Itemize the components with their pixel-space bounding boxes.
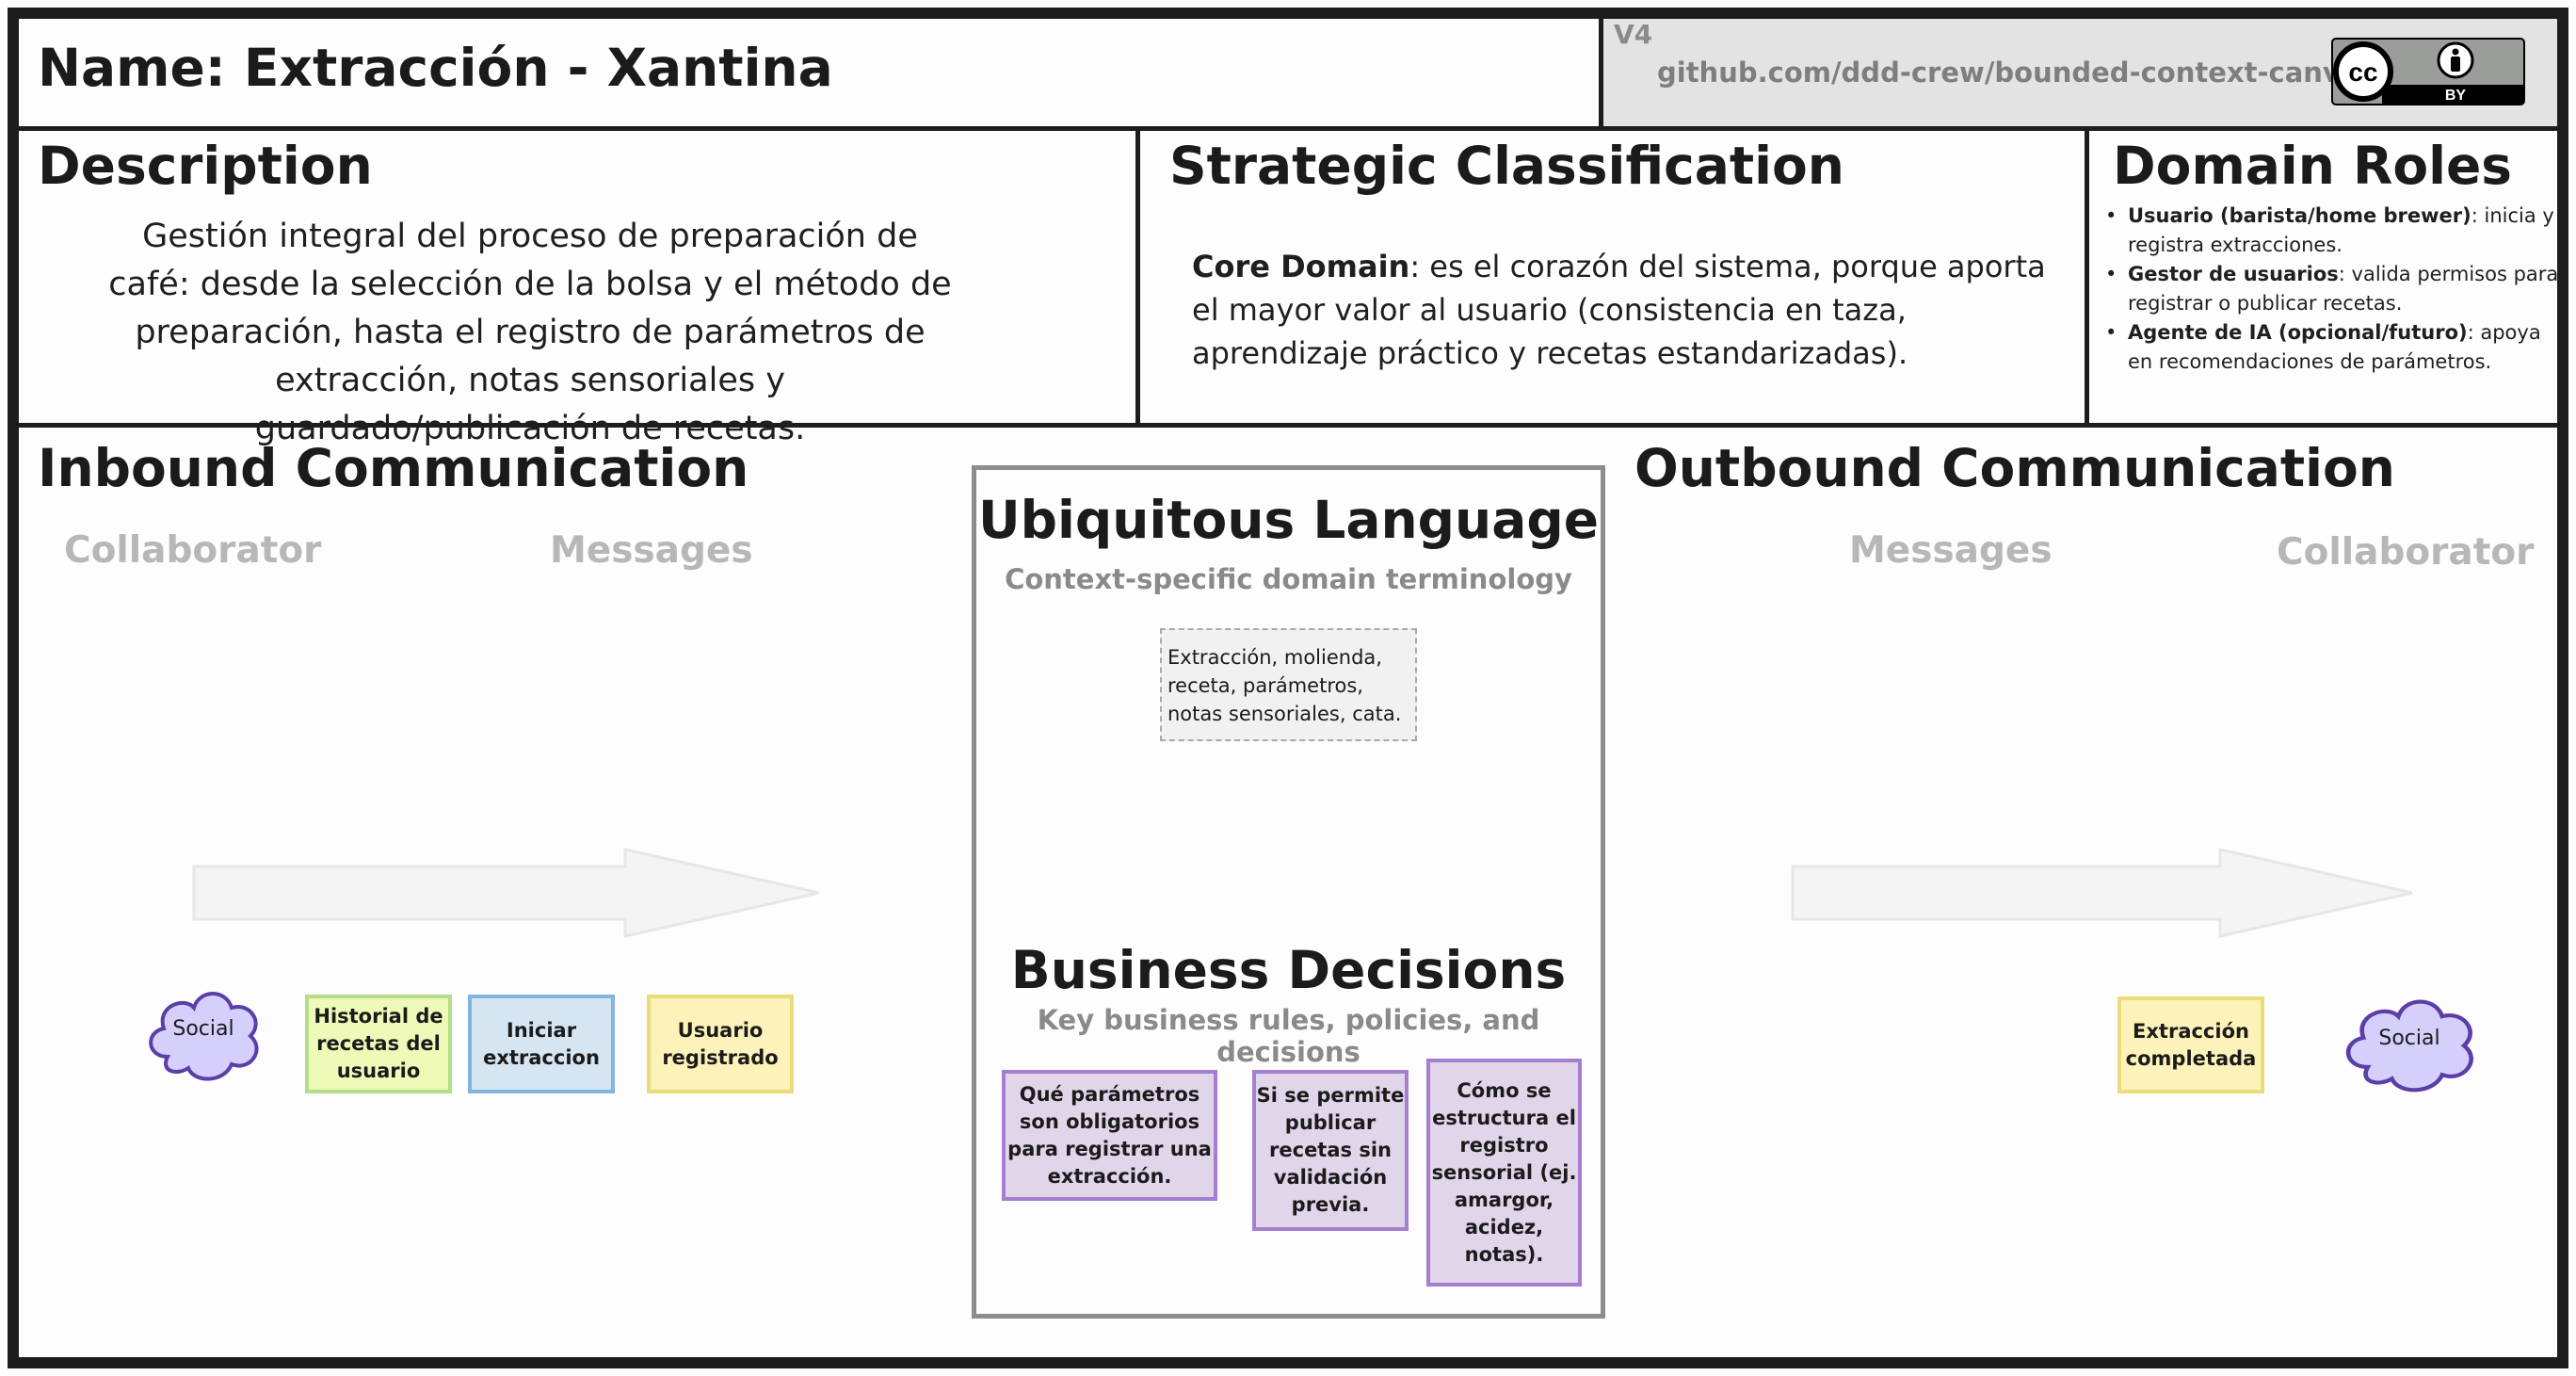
strategic-heading: Strategic Classification: [1169, 136, 1844, 196]
role-item: Agente de IA (opcional/futuro): apoya en…: [2101, 318, 2561, 377]
domain-roles-list: Usuario (barista/home brewer): inicia y …: [2101, 202, 2561, 377]
description-divider: [1135, 126, 1140, 428]
role-description: : valida permisos para registrar o publi…: [2128, 263, 2559, 315]
outbound-heading: Outbound Communication: [1634, 438, 2395, 498]
inbound-collaborator-name: Social: [172, 1017, 234, 1041]
outbound-collaborator-name: Social: [2378, 1027, 2440, 1050]
cc-text: cc: [2348, 57, 2377, 87]
cc-by-license-badge: cc BY: [2331, 38, 2525, 105]
role-label: Agente de IA (opcional/futuro): [2128, 321, 2468, 344]
business-decision-sticky[interactable]: Qué parámetros son obligatorios para reg…: [1002, 1070, 1217, 1201]
role-label: Gestor de usuarios: [2128, 263, 2339, 285]
role-description: : inicia y registra extracciones.: [2128, 204, 2554, 256]
strategic-text: Core Domain: es el corazón del sistema, …: [1192, 245, 2049, 375]
outbound-arrow: [1791, 848, 2413, 938]
inbound-arrow: [192, 848, 820, 938]
inbound-messages-label: Messages: [550, 529, 753, 572]
business-decision-sticky[interactable]: Si se permite publicar recetas sin valid…: [1252, 1070, 1409, 1231]
business-decision-sticky[interactable]: Cómo se estructura el registro sensorial…: [1426, 1059, 1582, 1287]
strategic-label: Core Domain: [1192, 249, 1410, 284]
inbound-query-sticky[interactable]: Historial de recetas del usuario: [305, 995, 452, 1093]
inbound-command-sticky[interactable]: Iniciar extraccion: [468, 995, 615, 1093]
ubiquitous-subheading: Context-specific domain terminology: [1005, 563, 1572, 595]
repo-link[interactable]: github.com/ddd-crew/bounded-context-canv…: [1657, 57, 2375, 89]
cc-icon: cc: [2333, 41, 2393, 102]
person-icon: [2437, 41, 2474, 79]
strategic-description: : es el corazón del sistema, porque apor…: [1192, 249, 2046, 371]
role-label: Usuario (barista/home brewer): [2128, 204, 2471, 227]
outbound-messages-label: Messages: [1849, 529, 2053, 572]
description-heading: Description: [38, 136, 373, 196]
inbound-event-sticky[interactable]: Usuario registrado: [647, 995, 794, 1093]
ubiquitous-heading: Ubiquitous Language: [977, 490, 1599, 550]
business-decisions-heading: Business Decisions: [1010, 940, 1567, 1000]
outbound-collaborator-cloud[interactable]: Social: [2335, 985, 2484, 1096]
by-text: BY: [2445, 88, 2467, 104]
header-divider: [19, 126, 2557, 131]
domain-roles-heading: Domain Roles: [2113, 136, 2513, 196]
middle-divider: [19, 423, 2557, 428]
inbound-heading: Inbound Communication: [38, 438, 749, 498]
cloud-icon: [149, 992, 259, 1081]
roles-divider: [2085, 126, 2089, 428]
header-vertical-divider: [1599, 19, 1603, 126]
role-item: Usuario (barista/home brewer): inicia y …: [2101, 202, 2561, 260]
role-item: Gestor de usuarios: valida permisos para…: [2101, 260, 2561, 318]
inbound-collaborator-cloud[interactable]: Social: [139, 978, 267, 1085]
ubiquitous-terms-note[interactable]: Extracción, molienda, receta, parámetros…: [1160, 628, 1417, 741]
role-description: : apoya en recomendaciones de parámetros…: [2128, 321, 2541, 373]
outbound-event-sticky[interactable]: Extracción completada: [2117, 996, 2264, 1093]
inbound-collaborator-label: Collaborator: [64, 529, 322, 572]
cloud-icon: [2345, 999, 2473, 1093]
context-name-title: Name: Extracción - Xantina: [38, 38, 833, 98]
outbound-collaborator-label: Collaborator: [2277, 531, 2535, 574]
description-text: Gestión integral del proceso de preparac…: [108, 218, 952, 447]
version-label: V4: [1614, 19, 1653, 50]
business-decisions-subheading: Key business rules, policies, and decisi…: [1037, 1004, 1540, 1068]
